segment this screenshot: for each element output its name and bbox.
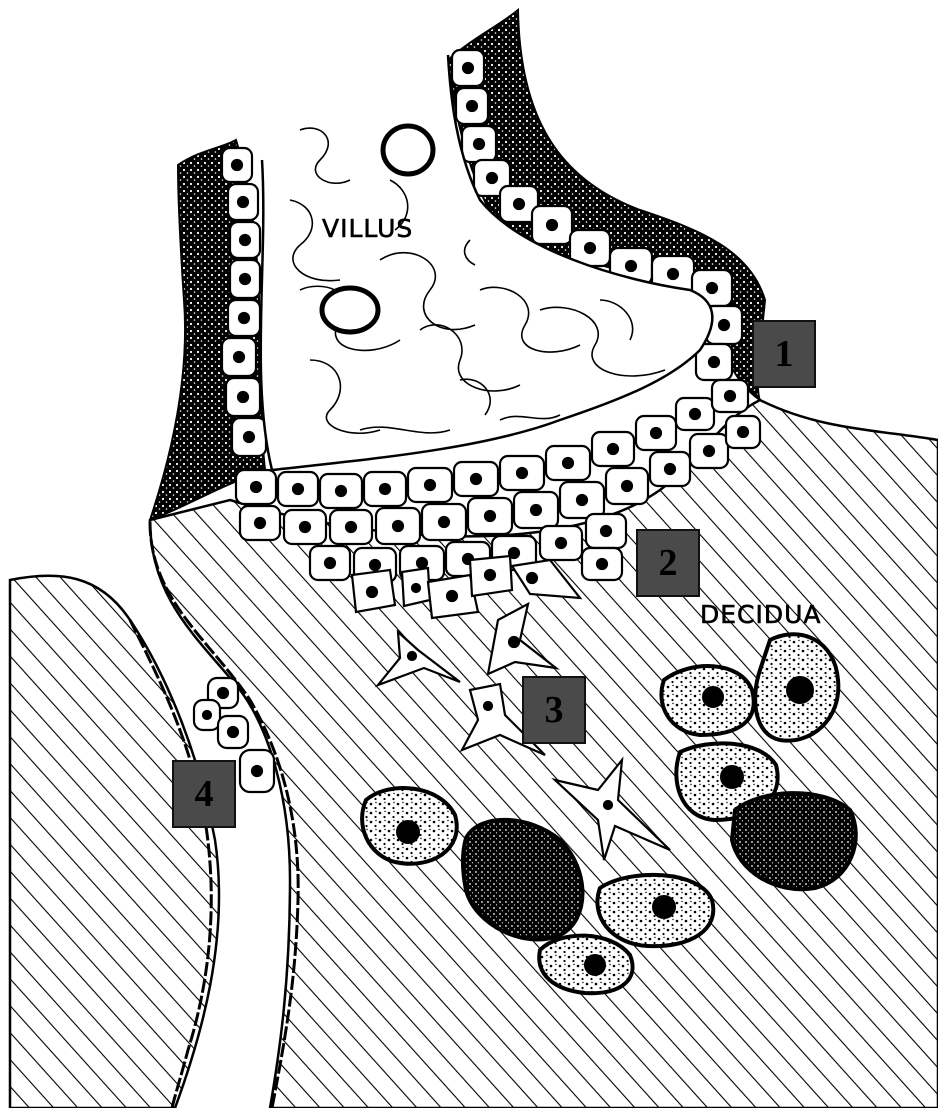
villus-label: VILLUS bbox=[322, 214, 413, 243]
marker-1: 1 bbox=[752, 320, 816, 388]
marker-2: 2 bbox=[636, 529, 700, 597]
villus-vessel-bottom bbox=[322, 288, 378, 332]
left-hatched-region bbox=[10, 576, 219, 1108]
marker-4: 4 bbox=[172, 760, 236, 828]
marker-3: 3 bbox=[522, 676, 586, 744]
decidua-label: DECIDUA bbox=[700, 600, 822, 629]
villus-vessel-top bbox=[383, 126, 433, 174]
